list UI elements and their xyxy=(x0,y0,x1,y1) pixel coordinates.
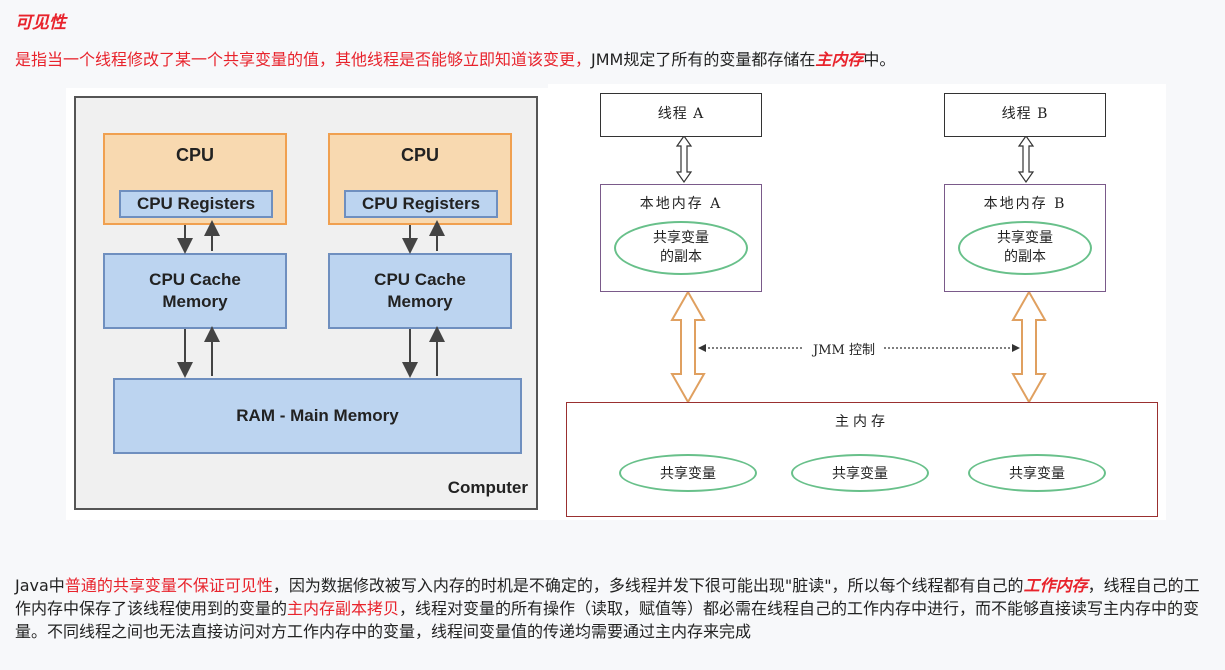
local-memory-b-box: 本地内存 B 共享变量的副本 xyxy=(944,184,1106,292)
intro-definition: 是指当一个线程修改了某一个共享变量的值，其他线程是否能够立即知道该变更， xyxy=(15,50,592,69)
copy-line1: 共享变量 xyxy=(997,230,1053,246)
local-memory-a-box: 本地内存 A 共享变量的副本 xyxy=(600,184,762,292)
main-memory-title: 主内存 xyxy=(835,414,889,430)
intro-main-memory-emphasis: 主内存 xyxy=(815,50,864,69)
cpu-title: CPU xyxy=(175,145,214,165)
thread-b-local-arrow xyxy=(1017,134,1035,184)
jmm-arrowhead-left xyxy=(698,344,706,352)
hardware-memory-figure: CPU CPU Registers CPU CPU Registers CPU … xyxy=(66,88,548,520)
jmm-arrowhead-right xyxy=(1012,344,1020,352)
shared-var-2: 共享变量 xyxy=(791,454,929,492)
copy-line1: 共享变量 xyxy=(653,230,709,246)
section-heading: 可见性 xyxy=(15,13,66,33)
cache-label-line1: CPU Cache xyxy=(149,270,241,289)
cpu-box-2: CPU CPU Registers xyxy=(328,133,512,225)
thread-a-local-arrow xyxy=(675,134,693,184)
local-memory-b-title: 本地内存 B xyxy=(983,196,1067,212)
thread-a-box: 线程 A xyxy=(600,93,762,137)
body-main-memory-copy: 主内存副本拷贝 xyxy=(287,599,400,618)
body-part7: ，线程对变量的所有操作（读取，赋值等）都必需在线程自己的工作内存中进行，而不能够… xyxy=(15,599,1200,641)
local-a-main-arrow xyxy=(670,289,706,405)
body-no-visibility-guarantee: 普通的共享变量不保证可见性 xyxy=(64,576,273,595)
cache-label-line1: CPU Cache xyxy=(374,270,466,289)
local-memory-a-title: 本地内存 A xyxy=(639,196,723,212)
explanation-paragraph: Java中普通的共享变量不保证可见性，因为数据修改被写入内存的时机是不确定的，多… xyxy=(15,574,1215,643)
cpu-memory-arrows xyxy=(177,220,445,378)
shared-var-1: 共享变量 xyxy=(619,454,757,492)
shared-var-copy-a: 共享变量的副本 xyxy=(614,221,748,275)
intro-end: 中。 xyxy=(863,50,896,69)
jmm-arrows xyxy=(670,134,1047,405)
cpu-box-1: CPU CPU Registers xyxy=(103,133,287,225)
shared-var-copy-b: 共享变量的副本 xyxy=(958,221,1092,275)
copy-line2: 的副本 xyxy=(1004,249,1046,265)
cache-label-line2: Memory xyxy=(387,292,453,311)
shared-var-3: 共享变量 xyxy=(968,454,1106,492)
copy-line2: 的副本 xyxy=(660,249,702,265)
cpu-registers-box: CPU Registers xyxy=(119,190,273,218)
cache-label-line2: Memory xyxy=(162,292,228,311)
computer-label: Computer xyxy=(447,478,528,497)
cpu-registers-box: CPU Registers xyxy=(344,190,498,218)
cpu-title: CPU xyxy=(400,145,439,165)
intro-paragraph: 是指当一个线程修改了某一个共享变量的值，其他线程是否能够立即知道该变更，JMM规… xyxy=(15,46,895,70)
body-part3: ，因为数据修改被写入内存的时机是不确定的，多线程并发下很可能出现"脏读"，所以每… xyxy=(272,576,1024,595)
jmm-control-label: JMM 控制 xyxy=(804,339,884,358)
intro-jmm-rule: JMM规定了所有的变量都存储在 xyxy=(591,50,816,69)
thread-b-box: 线程 B xyxy=(944,93,1106,137)
body-part1: Java中 xyxy=(15,576,65,595)
computer-box: CPU CPU Registers CPU CPU Registers CPU … xyxy=(74,96,538,510)
jmm-model-figure: 线程 A 线程 B 本地内存 A 共享变量的副本 本地内存 B 共享变量的副本 … xyxy=(548,84,1166,520)
ram-main-memory-box: RAM - Main Memory xyxy=(113,378,522,454)
body-part5: ，线程自己的工作内存中保存了该线程使用到的变量的 xyxy=(15,576,1200,618)
main-memory-box: 主内存 共享变量 共享变量 共享变量 xyxy=(566,402,1158,517)
body-working-memory-emphasis: 工作内存 xyxy=(1023,576,1088,595)
